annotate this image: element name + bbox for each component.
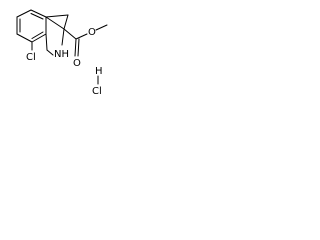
ring-bond-lower-right	[31, 33, 47, 43]
ch2-nh-bond	[46, 49, 54, 56]
amine-label: NH	[54, 49, 69, 60]
ring-bond-upper-left	[16, 9, 32, 18]
carbonyl-double-bond	[77, 38, 80, 57]
hydrochloride-h-label: H	[95, 66, 103, 77]
methyl-bond	[95, 24, 108, 31]
chlorine-label: Cl	[26, 52, 36, 63]
chemical-structure-diagram: Cl NH O O H Cl	[16, 9, 108, 97]
ring-bond-lower-left	[16, 33, 33, 43]
aromatic-ring	[16, 9, 47, 43]
cyclopropane-bond-top	[45, 14, 69, 18]
ring-double-bond-lower	[31, 31, 44, 39]
ring-bond-top	[30, 9, 47, 18]
quaternary-nh-bond	[61, 28, 65, 46]
carbonyl-bond	[74, 38, 77, 57]
ring-double-bond-top	[30, 13, 44, 20]
cyclopropane-bond-right	[63, 14, 69, 30]
carboxyl-bond	[63, 28, 77, 40]
cyclopropane-bond-left	[45, 16, 65, 30]
ch2-bond	[45, 33, 48, 51]
ester-oxygen-label: O	[88, 27, 96, 38]
carbonyl-oxygen-label: O	[73, 58, 81, 69]
ester-o-bond	[75, 33, 88, 40]
hydrochloride-cl-label: Cl	[92, 86, 102, 97]
cyclopropane-ring	[45, 14, 69, 30]
